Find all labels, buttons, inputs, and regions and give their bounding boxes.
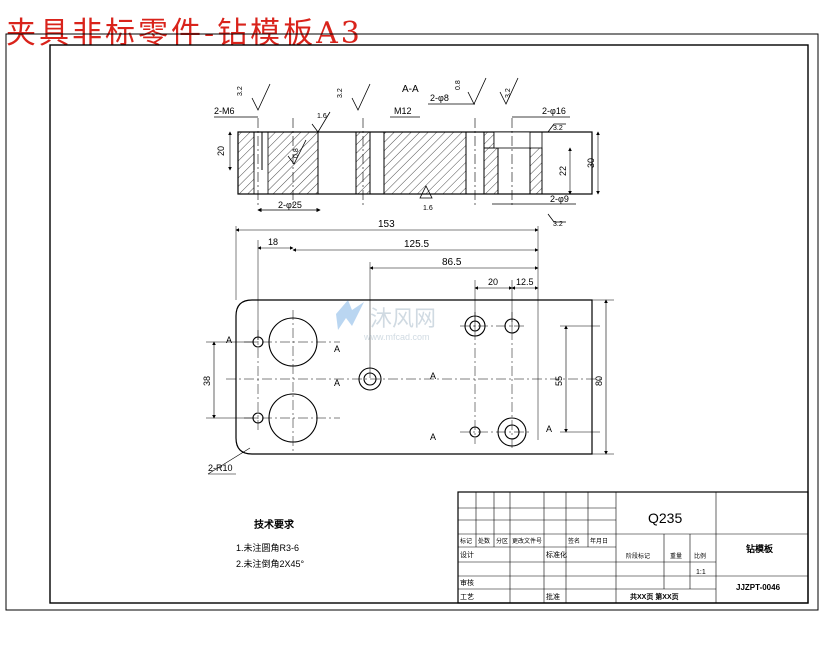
svg-text:www.mfcad.com: www.mfcad.com: [363, 332, 430, 342]
svg-text:2-M6: 2-M6: [214, 106, 235, 116]
notes-heading: 技术要求: [254, 518, 295, 531]
svg-text:审核: 审核: [460, 578, 474, 587]
svg-text:20: 20: [488, 277, 498, 287]
svg-text:签名: 签名: [568, 537, 580, 545]
svg-text:3.2: 3.2: [505, 88, 512, 98]
svg-text:55: 55: [554, 376, 564, 386]
svg-text:沐风网: 沐风网: [370, 306, 436, 331]
title-block: Q235 钻模板 JJZPT-0046 1:1 共XX页 第XX页 标记 处数 …: [457, 491, 809, 604]
svg-text:2-R10: 2-R10: [208, 463, 233, 473]
svg-text:标记: 标记: [460, 537, 472, 545]
section-view: A-A: [214, 77, 600, 228]
inner-frame: [49, 44, 809, 604]
sheet-info: 共XX页 第XX页: [630, 592, 679, 601]
material: Q235: [648, 510, 682, 526]
svg-text:0.8: 0.8: [455, 80, 462, 90]
scale: 1:1: [696, 569, 706, 576]
svg-text:30: 30: [586, 158, 596, 168]
svg-text:A: A: [546, 424, 552, 434]
svg-text:工艺: 工艺: [460, 593, 474, 601]
svg-text:20: 20: [216, 146, 226, 156]
svg-text:22: 22: [558, 166, 568, 176]
svg-text:M12: M12: [394, 106, 412, 116]
svg-text:86.5: 86.5: [442, 257, 462, 268]
technical-notes: 技术要求 1.未注圆角R3-6 2.未注倒角2X45°: [236, 518, 305, 569]
svg-text:3.2: 3.2: [337, 88, 344, 98]
svg-text:12.5: 12.5: [516, 277, 534, 287]
svg-text:比例: 比例: [694, 552, 706, 560]
svg-text:2-φ25: 2-φ25: [278, 200, 302, 210]
svg-text:处数: 处数: [478, 537, 490, 545]
svg-text:2-φ16: 2-φ16: [542, 106, 566, 116]
svg-text:80: 80: [594, 376, 604, 386]
svg-text:A: A: [430, 371, 436, 381]
svg-text:设计: 设计: [460, 550, 474, 559]
svg-text:更改文件号: 更改文件号: [512, 537, 542, 545]
svg-text:A: A: [334, 344, 340, 354]
svg-text:153: 153: [378, 219, 395, 230]
svg-text:2-φ9: 2-φ9: [550, 194, 569, 204]
svg-text:3.2: 3.2: [553, 125, 563, 132]
svg-text:18: 18: [268, 237, 278, 247]
svg-text:A: A: [226, 335, 232, 345]
svg-text:3.2: 3.2: [553, 221, 563, 228]
section-label: A-A: [402, 84, 419, 95]
svg-text:年月日: 年月日: [590, 537, 608, 545]
svg-text:分区: 分区: [496, 537, 508, 545]
svg-text:阶段标记: 阶段标记: [626, 552, 650, 560]
svg-text:批准: 批准: [546, 592, 560, 601]
plan-view: 153 18 125.5 86.5 20 12.5 38 55 80: [202, 219, 614, 475]
svg-text:重量: 重量: [670, 552, 682, 560]
svg-text:标准化: 标准化: [546, 550, 567, 559]
svg-text:125.5: 125.5: [404, 239, 429, 250]
svg-text:0.8: 0.8: [293, 148, 300, 158]
svg-text:38: 38: [202, 376, 212, 386]
watermark: 沐风网 www.mfcad.com: [336, 300, 436, 342]
note-item: 2.未注倒角2X45°: [236, 558, 305, 569]
note-item: 1.未注圆角R3-6: [236, 542, 299, 553]
svg-text:1.6: 1.6: [423, 205, 433, 212]
svg-text:A: A: [430, 432, 436, 442]
drawing-number: JJZPT-0046: [736, 583, 781, 592]
svg-text:3.2: 3.2: [237, 86, 244, 96]
svg-text:1.6: 1.6: [317, 113, 327, 120]
svg-text:2-φ8: 2-φ8: [430, 93, 449, 103]
part-name: 钻模板: [746, 543, 774, 554]
svg-text:A: A: [334, 378, 340, 388]
outer-frame: [5, 33, 819, 611]
